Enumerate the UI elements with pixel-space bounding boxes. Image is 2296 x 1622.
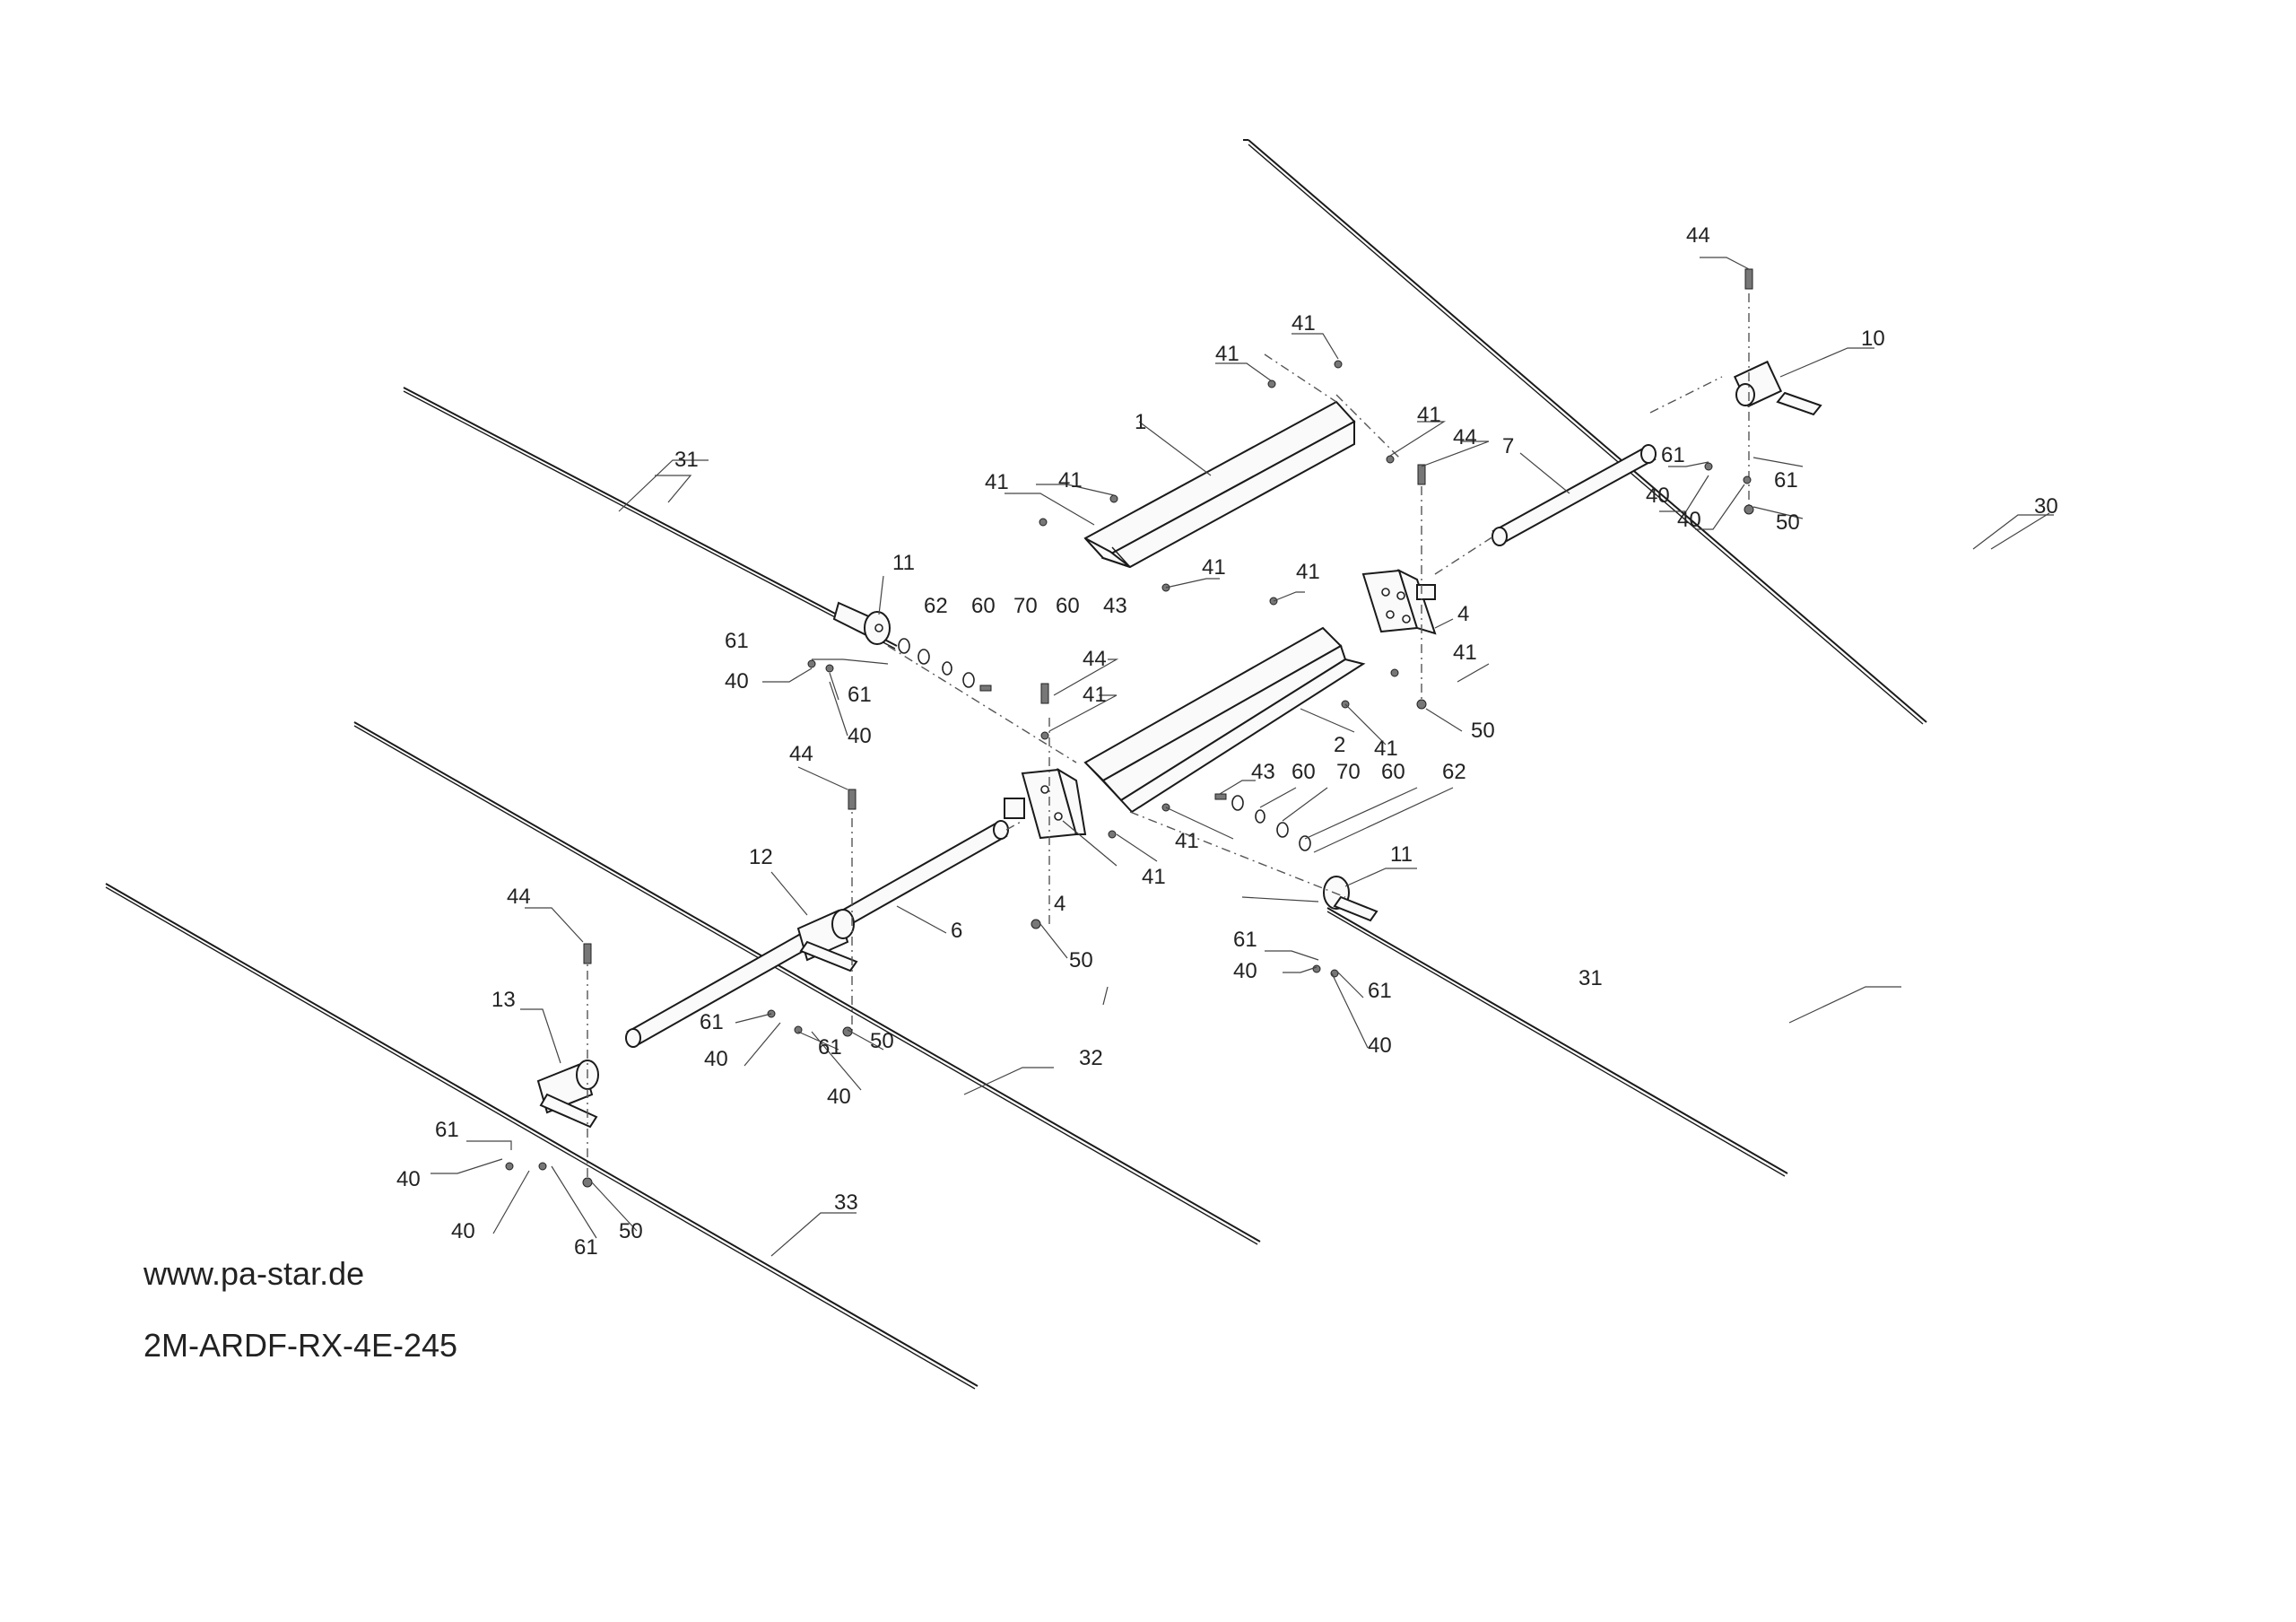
- callout-43: 43: [1251, 760, 1275, 784]
- clamp-12: [796, 909, 858, 972]
- callout-33: 33: [834, 1190, 858, 1215]
- callout-70: 70: [1013, 594, 1038, 618]
- callout-41: 41: [985, 470, 1009, 494]
- callout-40: 40: [1646, 484, 1670, 508]
- callout-61: 61: [818, 1035, 842, 1060]
- callout-40: 40: [451, 1219, 475, 1243]
- callout-31: 31: [1578, 966, 1603, 990]
- callout-61: 61: [435, 1118, 459, 1142]
- callout-41: 41: [1215, 342, 1239, 366]
- callout-32: 32: [1079, 1046, 1103, 1070]
- callout-44: 44: [507, 885, 531, 909]
- callout-50: 50: [1069, 948, 1093, 972]
- clamp-13: [536, 1060, 599, 1129]
- callout-40: 40: [704, 1047, 728, 1071]
- channel-part-2: [1083, 626, 1366, 814]
- callout-41: 41: [1453, 641, 1477, 665]
- hardware-washers-60-62-70: [898, 638, 1311, 851]
- callout-61: 61: [700, 1010, 724, 1034]
- callout-6: 6: [951, 919, 962, 943]
- callout-41: 41: [1058, 468, 1083, 493]
- callout-40: 40: [1233, 959, 1257, 983]
- callout-11: 11: [1390, 842, 1413, 867]
- callout-50: 50: [619, 1219, 643, 1243]
- callout-61: 61: [848, 683, 872, 707]
- hardware-screws-41: [1039, 360, 1399, 839]
- callout-4: 4: [1457, 602, 1469, 626]
- callout-12: 12: [749, 845, 773, 869]
- callout-70: 70: [1336, 760, 1361, 784]
- element-32: [353, 721, 1261, 1245]
- callout-41: 41: [1296, 560, 1320, 584]
- drawing-number: 2M-ARDF-RX-4E-245: [144, 1327, 457, 1364]
- callout-7: 7: [1502, 434, 1514, 458]
- callout-41: 41: [1175, 829, 1199, 853]
- callout-11: 11: [892, 551, 915, 575]
- channel-part-1: [1083, 400, 1356, 569]
- callout-50: 50: [1471, 719, 1495, 743]
- callout-41: 41: [1374, 737, 1398, 761]
- callout-61: 61: [725, 629, 749, 653]
- callout-44: 44: [789, 742, 813, 766]
- callout-40: 40: [725, 669, 749, 693]
- callout-61: 61: [574, 1235, 598, 1260]
- mount-plate-4-bottom: [1004, 767, 1087, 840]
- element-31-right: [1326, 907, 1788, 1177]
- element-30: [1243, 139, 1927, 725]
- callout-40: 40: [1677, 508, 1701, 532]
- callout-30: 30: [2034, 494, 2058, 519]
- callout-31: 31: [674, 448, 699, 472]
- callout-44: 44: [1083, 647, 1107, 671]
- callout-61: 61: [1233, 928, 1257, 952]
- callout-60: 60: [971, 594, 996, 618]
- callout-40: 40: [396, 1167, 421, 1191]
- callout-61: 61: [1774, 468, 1798, 493]
- callout-labels: 44 10 41 41 41 44 1 7 61 61 40 40 50 31 …: [396, 223, 2058, 1260]
- callout-61: 61: [1661, 443, 1685, 467]
- callout-13: 13: [491, 988, 516, 1012]
- callout-60: 60: [1056, 594, 1080, 618]
- callout-44: 44: [1686, 223, 1710, 248]
- assembly-centerlines: [587, 274, 1750, 1184]
- hardware-bolts-44: [583, 268, 1753, 964]
- callout-40: 40: [1368, 1033, 1392, 1058]
- callout-43: 43: [1103, 594, 1127, 618]
- callout-62: 62: [924, 594, 948, 618]
- element-31-left: [403, 387, 898, 650]
- callout-60: 60: [1292, 760, 1316, 784]
- callout-41: 41: [1142, 865, 1166, 889]
- element-33: [105, 883, 978, 1390]
- callout-leaders: [430, 257, 2054, 1257]
- callout-62: 62: [1442, 760, 1466, 784]
- callout-41: 41: [1083, 683, 1107, 707]
- callout-61: 61: [1368, 979, 1392, 1003]
- callout-10: 10: [1861, 327, 1885, 351]
- callout-40: 40: [848, 724, 872, 748]
- callout-2: 2: [1334, 733, 1345, 757]
- callout-41: 41: [1202, 555, 1226, 580]
- clamp-11-left: [832, 601, 891, 645]
- boom-7: [1492, 444, 1657, 546]
- callout-50: 50: [870, 1029, 894, 1053]
- callout-1: 1: [1135, 410, 1146, 434]
- mount-plate-4-top: [1361, 569, 1437, 635]
- callout-41: 41: [1292, 311, 1316, 336]
- callout-50: 50: [1776, 510, 1800, 535]
- callout-4: 4: [1054, 892, 1065, 916]
- callout-40: 40: [827, 1085, 851, 1109]
- callout-44: 44: [1453, 425, 1477, 449]
- callout-60: 60: [1381, 760, 1405, 784]
- website-label: www.pa-star.de: [143, 1255, 364, 1292]
- callout-41: 41: [1417, 403, 1441, 427]
- clamp-11-right: [1323, 876, 1378, 922]
- hardware-nuts-40-50-61: [505, 462, 1754, 1188]
- clamp-10: [1733, 360, 1822, 416]
